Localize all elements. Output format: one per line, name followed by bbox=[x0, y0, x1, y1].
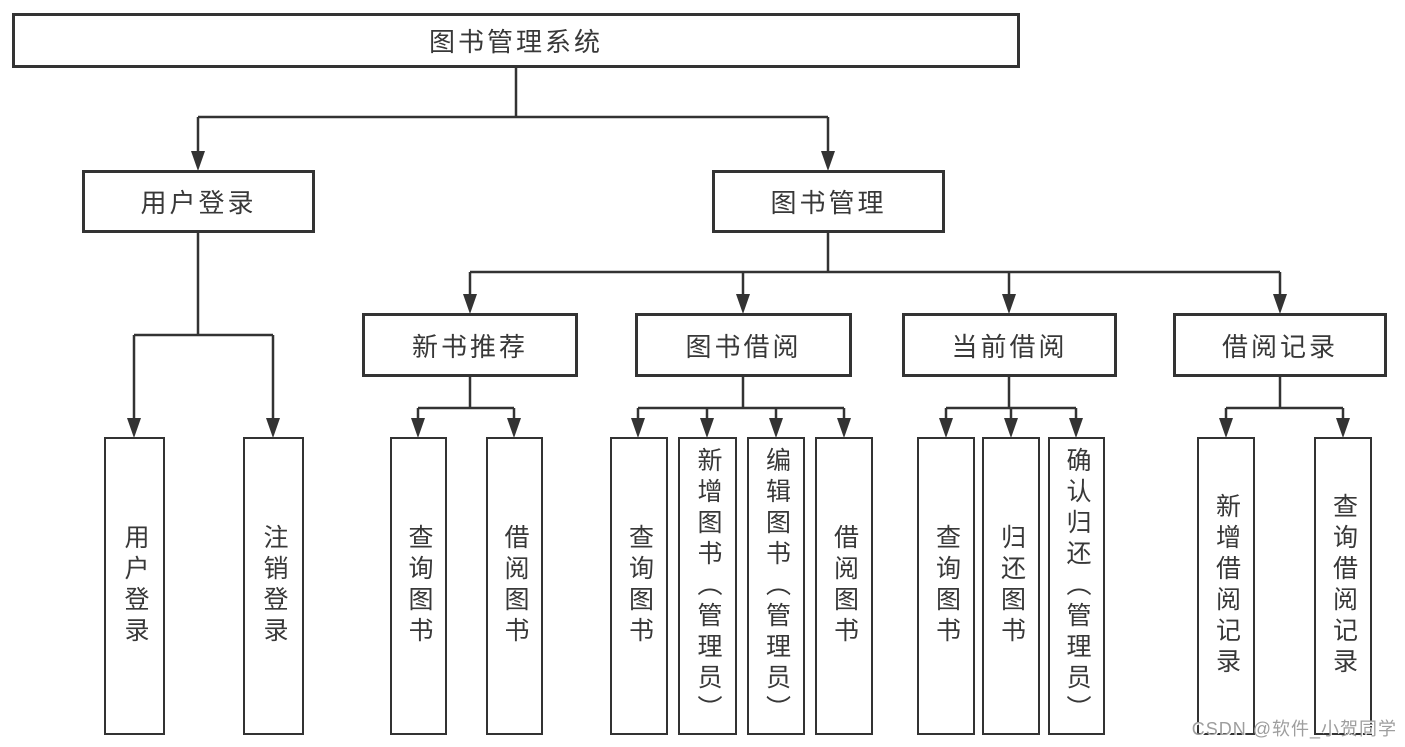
arrow-down-icon bbox=[127, 418, 141, 438]
node-borrowing-records: 借阅记录 bbox=[1173, 313, 1387, 377]
node-book-borrowing: 图书借阅 bbox=[635, 313, 852, 377]
leaf-query-book-current: 查询图书 bbox=[917, 437, 975, 735]
arrow-down-icon bbox=[1336, 418, 1350, 438]
leaf-logout: 注销登录 bbox=[243, 437, 304, 735]
node-library-management-system: 图书管理系统 bbox=[12, 13, 1020, 68]
arrow-down-icon bbox=[939, 418, 953, 438]
leaf-query-book-borrowing: 查询图书 bbox=[610, 437, 668, 735]
connector-group-root bbox=[196, 68, 830, 152]
node-new-book-recommend: 新书推荐 bbox=[362, 313, 578, 377]
arrow-down-icon bbox=[631, 418, 645, 438]
arrow-down-icon bbox=[1004, 418, 1018, 438]
connector-group-new-book bbox=[416, 377, 516, 418]
watermark: CSDN @软件_小贺同学 bbox=[1191, 719, 1397, 739]
arrow-down-icon bbox=[769, 418, 783, 438]
arrow-down-icon bbox=[507, 418, 521, 438]
arrow-down-icon bbox=[1273, 294, 1287, 314]
arrow-down-icon bbox=[411, 418, 425, 438]
leaf-confirm-return-admin: 确认归还（管理员） bbox=[1048, 437, 1105, 735]
arrowheads bbox=[127, 151, 1350, 438]
arrow-down-icon bbox=[266, 418, 280, 438]
leaf-add-book-admin: 新增图书（管理员） bbox=[678, 437, 737, 735]
arrow-down-icon bbox=[1219, 418, 1233, 438]
leaf-query-borrow-record: 查询借阅记录 bbox=[1314, 437, 1372, 735]
connector-group-borrowing-records bbox=[1224, 377, 1345, 418]
arrow-down-icon bbox=[191, 151, 205, 171]
leaf-return-book: 归还图书 bbox=[982, 437, 1040, 735]
leaf-add-borrow-record: 新增借阅记录 bbox=[1197, 437, 1255, 735]
node-current-borrowing: 当前借阅 bbox=[902, 313, 1117, 377]
leaf-borrow-book-recommend: 借阅图书 bbox=[486, 437, 543, 735]
connector-group-current-borrowing bbox=[944, 377, 1078, 418]
leaf-user-login: 用户登录 bbox=[104, 437, 165, 735]
leaf-borrow-book-borrowing: 借阅图书 bbox=[815, 437, 873, 735]
connector-group-book-management bbox=[468, 233, 1282, 295]
arrow-down-icon bbox=[821, 151, 835, 171]
node-user-login: 用户登录 bbox=[82, 170, 315, 233]
arrow-down-icon bbox=[736, 294, 750, 314]
leaf-edit-book-admin: 编辑图书（管理员） bbox=[747, 437, 805, 735]
arrow-down-icon bbox=[700, 418, 714, 438]
connector-group-book-borrowing bbox=[636, 377, 846, 418]
leaf-query-book-recommend: 查询图书 bbox=[390, 437, 447, 735]
arrow-down-icon bbox=[837, 418, 851, 438]
node-book-management: 图书管理 bbox=[712, 170, 945, 233]
arrow-down-icon bbox=[1069, 418, 1083, 438]
connector-group-user-login bbox=[132, 233, 275, 418]
arrow-down-icon bbox=[1002, 294, 1016, 314]
arrow-down-icon bbox=[463, 294, 477, 314]
